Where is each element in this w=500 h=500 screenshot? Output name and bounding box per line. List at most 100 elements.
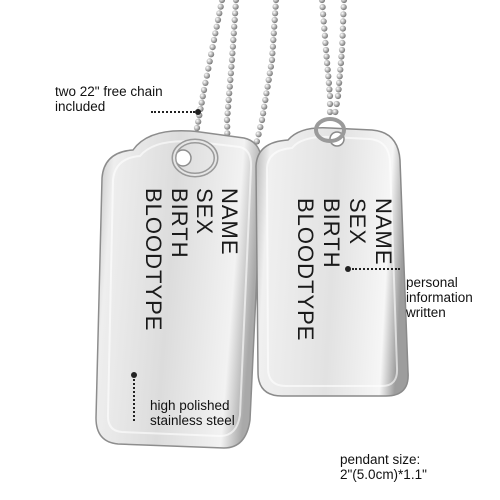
callout-info-line-3: written bbox=[406, 305, 446, 320]
chain-bead bbox=[216, 10, 223, 17]
chain-bead bbox=[320, 11, 327, 18]
tag-left-line-2: SEX bbox=[192, 188, 217, 235]
callout-steel-line-2: stainless steel bbox=[150, 413, 235, 428]
chain-bead bbox=[269, 50, 276, 57]
chain-bead bbox=[335, 86, 342, 93]
chain-bead bbox=[321, 32, 328, 39]
callout-chain: two 22" free chain included bbox=[55, 84, 163, 114]
chain-bead bbox=[340, 11, 347, 18]
chain-bead bbox=[208, 51, 215, 58]
chain-bead bbox=[206, 58, 213, 65]
chain-bead bbox=[325, 73, 332, 80]
chain-bead bbox=[338, 46, 346, 54]
chain-bead bbox=[226, 90, 233, 97]
chain-bead bbox=[319, 4, 326, 11]
pointer-dot-chain bbox=[195, 109, 201, 115]
callout-info-line-2: information bbox=[406, 290, 473, 305]
chain-bead bbox=[255, 131, 262, 138]
chain-bead bbox=[258, 116, 266, 124]
chain-bead bbox=[265, 76, 272, 84]
chain-bead bbox=[225, 96, 232, 104]
chain-bead bbox=[232, 10, 239, 17]
split-ring-right bbox=[314, 117, 346, 143]
tag-left-line-4: BLOODTYPE bbox=[141, 188, 166, 331]
chain-bead bbox=[217, 3, 224, 10]
tag-left-engraving: NAME SEX BIRTH BLOODTYPE bbox=[141, 188, 242, 331]
chain-bead bbox=[260, 110, 267, 117]
chain-bead bbox=[340, 0, 348, 4]
chain-bead bbox=[336, 79, 343, 86]
chain-bead bbox=[271, 16, 278, 24]
chain-bead bbox=[339, 32, 346, 39]
chain-bead bbox=[326, 108, 334, 116]
chain-bead bbox=[336, 73, 343, 80]
callout-chain-line-2: included bbox=[55, 99, 106, 114]
chain-bead bbox=[227, 70, 234, 77]
chain-bead bbox=[338, 53, 345, 60]
chain-bead bbox=[231, 16, 238, 24]
chain-bead bbox=[198, 99, 205, 106]
chain-bead bbox=[340, 4, 347, 11]
chain-bead bbox=[268, 56, 276, 64]
chain-bead bbox=[214, 16, 222, 24]
chain-bead bbox=[272, 0, 280, 4]
callout-size-line-2: 2"(5.0cm)*1.1" bbox=[340, 467, 427, 482]
chain-bead bbox=[326, 92, 334, 100]
chain-bead bbox=[218, 0, 226, 4]
callout-info: personal information written bbox=[406, 275, 473, 320]
callout-steel-line-1: high polished bbox=[150, 398, 230, 413]
chain-bead bbox=[318, 0, 326, 4]
chain-bead bbox=[230, 30, 237, 37]
pointer-dot-info bbox=[345, 266, 351, 272]
chain-bead bbox=[253, 138, 260, 145]
tag-right-engraving: NAME SEX BIRTH BLOODTYPE bbox=[293, 198, 396, 341]
tag-left-line-3: BIRTH bbox=[167, 188, 192, 259]
chain-bead bbox=[325, 79, 332, 86]
dog-tag-right bbox=[255, 117, 409, 397]
chain-bead bbox=[199, 93, 206, 100]
tag-right-line-3: BIRTH bbox=[319, 198, 344, 269]
chain-bead bbox=[324, 66, 331, 73]
chain-bead bbox=[210, 36, 218, 44]
chain-bead bbox=[333, 100, 340, 108]
chain-bead bbox=[228, 63, 235, 70]
chain-bead bbox=[339, 25, 346, 32]
chain-bead bbox=[326, 100, 334, 108]
chain-bead bbox=[340, 18, 347, 25]
chain-bead bbox=[326, 86, 333, 93]
callout-info-line-1: personal bbox=[406, 275, 458, 290]
leader-line-info bbox=[352, 268, 400, 270]
tag-left-line-1: NAME bbox=[217, 188, 242, 256]
chain-bead bbox=[263, 90, 270, 97]
chain-bead bbox=[321, 25, 328, 32]
chain-bead bbox=[337, 60, 344, 67]
chain-bead bbox=[261, 103, 268, 110]
pointer-dot-steel bbox=[131, 372, 137, 378]
chain-bead bbox=[232, 3, 239, 10]
chain-bead bbox=[212, 30, 219, 37]
chain-bead bbox=[334, 92, 342, 100]
dog-tag-left bbox=[95, 130, 263, 449]
callout-chain-line-1: two 22" free chain bbox=[55, 84, 163, 99]
chain-bead bbox=[322, 46, 330, 54]
chain-bead bbox=[209, 44, 216, 51]
chain-bead bbox=[205, 65, 212, 72]
chain-bead bbox=[271, 23, 278, 30]
chain-bead bbox=[272, 3, 279, 10]
callout-size-line-1: pendant size: bbox=[340, 452, 421, 467]
chain-bead bbox=[324, 60, 331, 67]
chain-bead bbox=[226, 83, 233, 90]
chain-bead bbox=[202, 79, 209, 86]
tag-right-line-1: NAME bbox=[371, 198, 396, 266]
chain-bead bbox=[223, 116, 231, 124]
chain-bead bbox=[267, 63, 274, 70]
chain-bead bbox=[270, 30, 277, 37]
chain-bead bbox=[270, 36, 277, 44]
chain-bead bbox=[203, 72, 210, 79]
chain-bead bbox=[337, 66, 344, 73]
chain-bead bbox=[332, 108, 339, 116]
chain-bead bbox=[262, 96, 269, 104]
tag-right-line-2: SEX bbox=[345, 198, 370, 245]
chain-bead bbox=[266, 70, 273, 77]
